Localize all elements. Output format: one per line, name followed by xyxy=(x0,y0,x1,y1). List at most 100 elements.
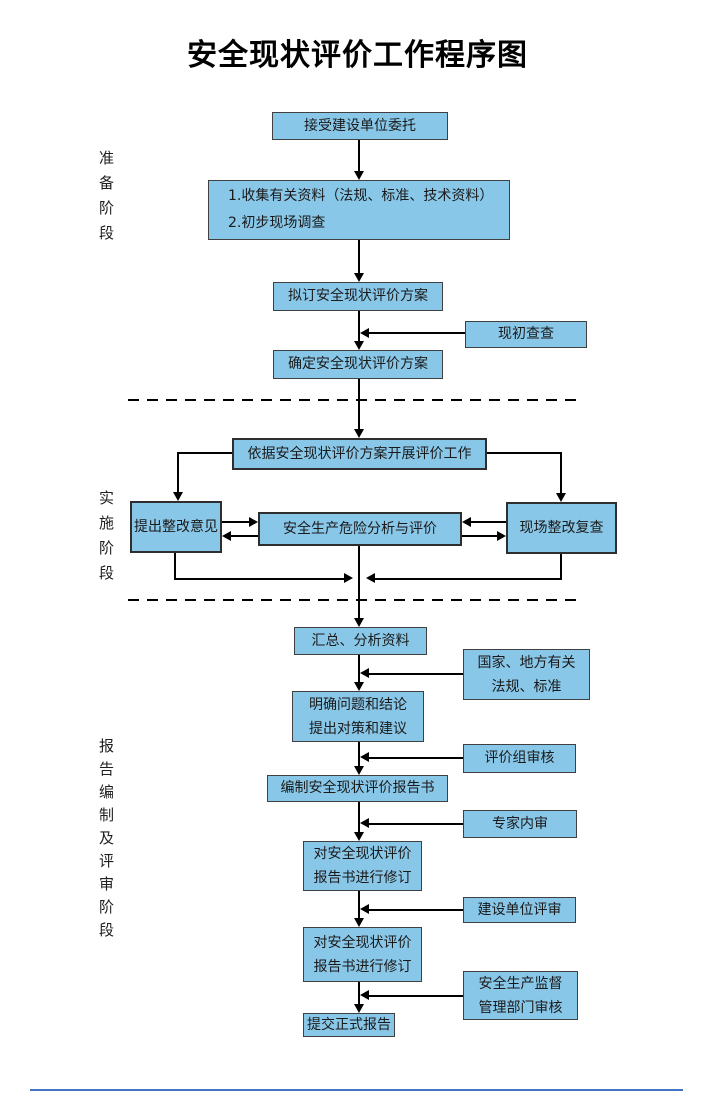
node-compile-report: 编制安全现状评价报告书 xyxy=(267,775,448,802)
node-label: 1.收集有关资料（法规、标准、技术资料） xyxy=(228,188,494,204)
node-initial-site-check: 现初查查 xyxy=(465,321,587,348)
node-label: 评价组审核 xyxy=(484,750,555,767)
node-risk-analysis: 安全生产危险分析与评价 xyxy=(258,512,462,546)
node-label: 现场整改复查 xyxy=(519,519,604,536)
connector-line xyxy=(358,655,360,683)
arrowhead-right xyxy=(249,517,258,527)
connector-line xyxy=(222,521,250,523)
node-draft-plan: 拟订安全现状评价方案 xyxy=(273,282,443,311)
arrowhead-down xyxy=(354,618,364,627)
connector-line xyxy=(368,332,465,334)
node-label: 汇总、分析资料 xyxy=(311,632,410,649)
node-label: 建设单位评审 xyxy=(477,901,562,918)
arrowhead-down xyxy=(354,1004,364,1013)
arrowhead-down xyxy=(173,492,183,501)
node-label: 明确问题和结论 xyxy=(309,696,407,713)
node-label: 安全生产危险分析与评价 xyxy=(283,520,437,537)
node-propose-rectification: 提出整改意见 xyxy=(130,501,222,553)
node-label: 法规、标准 xyxy=(491,678,562,695)
node-authority-review: 安全生产监督 管理部门审核 xyxy=(463,971,578,1020)
connector-line xyxy=(358,140,360,172)
arrowhead-down xyxy=(354,832,364,841)
phase-label-preparation: 准备阶段 xyxy=(97,150,115,250)
arrowhead-down xyxy=(556,493,566,502)
connector-line xyxy=(470,521,506,523)
connector-line xyxy=(177,452,232,454)
node-label: 接受建设单位委托 xyxy=(304,117,416,134)
arrowhead-down xyxy=(354,273,364,282)
node-label: 现初查查 xyxy=(498,326,554,343)
node-regulations: 国家、地方有关 法规、标准 xyxy=(463,649,590,700)
node-client-review: 建设单位评审 xyxy=(463,897,576,923)
arrowhead-left xyxy=(360,328,369,338)
arrowhead-down xyxy=(354,682,364,691)
connector-line xyxy=(368,673,463,675)
node-label: 确定安全现状评价方案 xyxy=(288,356,428,373)
node-label: 管理部门审核 xyxy=(478,999,563,1016)
connector-line xyxy=(368,757,463,759)
connector-line xyxy=(358,311,360,341)
phase-divider-line-1 xyxy=(128,399,582,401)
arrowhead-left xyxy=(360,668,369,678)
node-submit-report: 提交正式报告 xyxy=(303,1013,395,1037)
arrowhead-down xyxy=(354,918,364,927)
connector-line xyxy=(358,742,360,767)
node-summarize-data: 汇总、分析资料 xyxy=(294,627,427,655)
node-label: 提交正式报告 xyxy=(307,1016,391,1033)
connector-line xyxy=(174,578,345,580)
phase-divider-line-2 xyxy=(128,599,582,601)
node-label: 安全生产监督 xyxy=(478,975,563,992)
node-expert-internal-review: 专家内审 xyxy=(463,810,577,838)
phase-label-implementation: 实施阶段 xyxy=(97,490,115,590)
arrowhead-left xyxy=(360,990,369,1000)
node-clarify-conclusions: 明确问题和结论 提出对策和建议 xyxy=(292,691,424,742)
node-label: 国家、地方有关 xyxy=(477,654,576,671)
arrowhead-down xyxy=(354,429,364,438)
connector-line xyxy=(368,823,463,825)
connector-line xyxy=(358,802,360,833)
arrowhead-right xyxy=(344,573,353,583)
arrowhead-left xyxy=(462,517,471,527)
node-confirm-plan: 确定安全现状评价方案 xyxy=(273,350,443,379)
connector-line xyxy=(368,909,463,911)
arrowhead-right xyxy=(497,531,506,541)
node-label: 提出对策和建议 xyxy=(309,720,407,737)
node-label: 编制安全现状评价报告书 xyxy=(280,780,435,797)
connector-line xyxy=(174,553,176,580)
node-label: 依据安全现状评价方案开展评价工作 xyxy=(247,445,472,462)
page-title: 安全现状评价工作程序图 xyxy=(187,38,528,73)
connector-line xyxy=(358,240,360,273)
connector-line xyxy=(374,578,562,580)
connector-line xyxy=(462,535,498,537)
node-label: 对安全现状评价 xyxy=(313,846,412,862)
node-label: 对安全现状评价 xyxy=(313,934,412,951)
arrowhead-left xyxy=(360,752,369,762)
connector-line xyxy=(358,546,360,619)
connector-line xyxy=(560,452,562,493)
arrowhead-left xyxy=(360,904,369,914)
arrowhead-left xyxy=(360,818,369,828)
node-label: 报告书进行修订 xyxy=(313,870,412,886)
node-label: 提出整改意见 xyxy=(134,518,218,535)
connector-line xyxy=(358,982,360,1005)
node-evaluation-group-review: 评价组审核 xyxy=(463,744,576,773)
node-label: 专家内审 xyxy=(492,815,548,832)
node-revise-report-2: 对安全现状评价 报告书进行修订 xyxy=(303,927,422,982)
node-label: 2.初步现场调查 xyxy=(228,215,326,231)
arrowhead-left xyxy=(222,531,231,541)
connector-line xyxy=(560,554,562,580)
node-carry-out-evaluation: 依据安全现状评价方案开展评价工作 xyxy=(232,438,487,470)
connector-line xyxy=(368,995,463,997)
node-collect-materials: 1.收集有关资料（法规、标准、技术资料） 2.初步现场调查 xyxy=(208,180,510,240)
node-label: 报告书进行修订 xyxy=(313,958,412,975)
arrowhead-down xyxy=(354,766,364,775)
node-revise-report-1: 对安全现状评价 报告书进行修订 xyxy=(303,841,422,891)
arrowhead-down xyxy=(354,341,364,350)
connector-line xyxy=(487,452,562,454)
arrowhead-down xyxy=(354,171,364,180)
phase-label-reporting: 报告编制及评审阶段 xyxy=(97,738,115,945)
node-site-recheck: 现场整改复查 xyxy=(506,502,617,554)
node-label: 拟订安全现状评价方案 xyxy=(288,288,428,305)
connector-line xyxy=(230,535,258,537)
